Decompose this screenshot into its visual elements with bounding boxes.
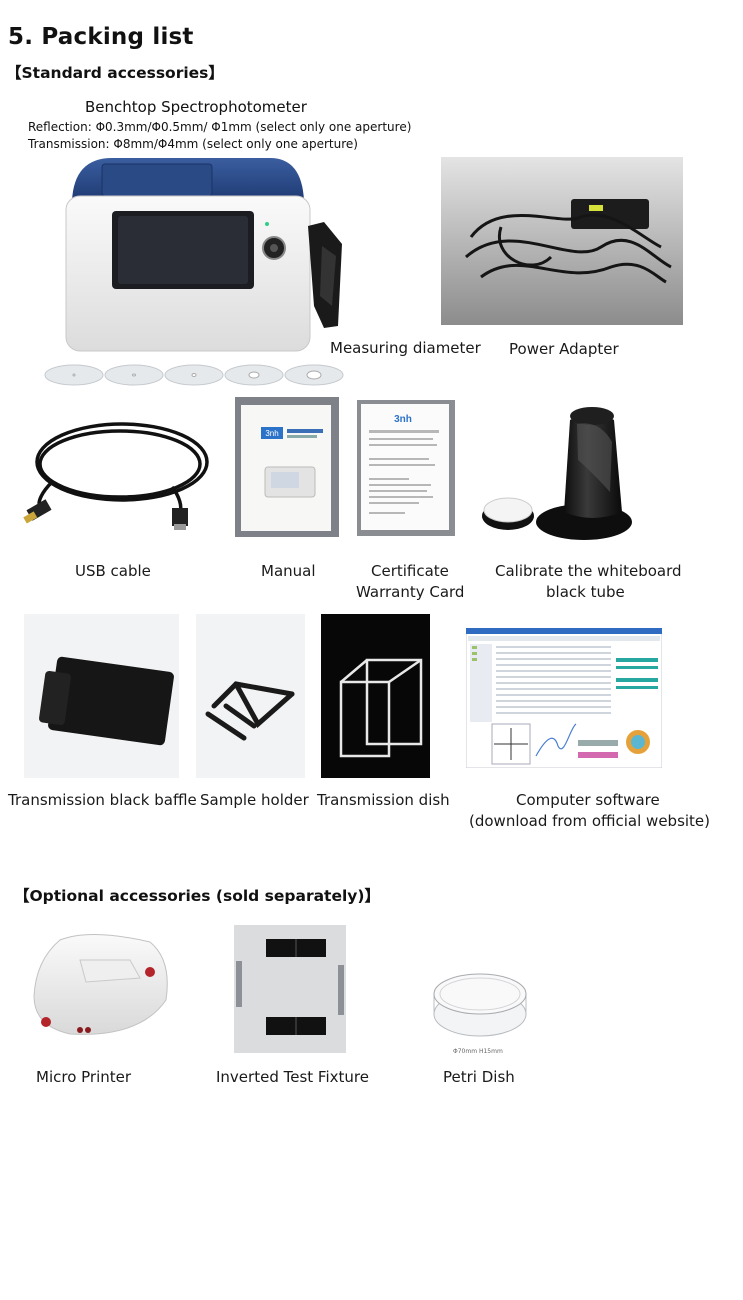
black-baffle-image [24, 614, 179, 778]
caption-inverted-fixture: Inverted Test Fixture [216, 1068, 369, 1086]
caption-petri-dish: Petri Dish [443, 1068, 515, 1086]
caption-download-website: (download from official website) [469, 812, 711, 830]
caption-usb-cable: USB cable [75, 562, 151, 580]
caption-manual: Manual [261, 562, 316, 580]
caption-black-baffle: Transmission black baffle [8, 791, 197, 809]
spectrophotometer-name: Benchtop Spectrophotometer [85, 98, 307, 116]
caption-micro-printer: Micro Printer [36, 1068, 132, 1086]
caption-computer-software: Computer software [516, 791, 660, 809]
inverted-fixture-image [232, 925, 350, 1057]
petri-size-label: Φ70mm H15mm [453, 1048, 503, 1055]
petri-dish-image [430, 970, 530, 1044]
caption-certificate: Certificate [371, 562, 449, 580]
calibration-tube-image [482, 402, 660, 552]
caption-power-adapter: Power Adapter [509, 340, 619, 358]
transmission-apertures: Transmission: Φ8mm/Φ4mm (select only one… [28, 137, 358, 151]
caption-black-tube: black tube [546, 583, 625, 601]
micro-printer-image [30, 930, 175, 1040]
transmission-dish-image [321, 614, 430, 778]
standard-accessories-heading: 【Standard accessories】 [6, 64, 224, 82]
certificate-brand-text: 3nh [394, 414, 412, 425]
usb-cable-image [22, 412, 212, 542]
caption-calibrate: Calibrate the whiteboard [495, 562, 682, 580]
certificate-image: 3nh [357, 400, 455, 536]
manual-image: 3nh [235, 397, 339, 537]
software-screenshot-image [466, 628, 662, 768]
caption-transmission-dish: Transmission dish [317, 791, 450, 809]
caption-measuring-diameter: Measuring diameter [330, 339, 481, 357]
reflection-apertures: Reflection: Φ0.3mm/Φ0.5mm/ Φ1mm (select … [28, 120, 412, 134]
sample-holder-image [196, 614, 305, 778]
spectrophotometer-image [52, 156, 352, 356]
manual-brand-text: 3nh [265, 429, 278, 438]
aperture-discs [44, 362, 346, 388]
power-adapter-image [441, 157, 683, 325]
caption-sample-holder: Sample holder [200, 791, 309, 809]
caption-warranty-card: Warranty Card [356, 583, 465, 601]
optional-accessories-heading: 【Optional accessories (sold separately)】 [14, 887, 380, 905]
section-title: 5. Packing list [8, 24, 194, 50]
